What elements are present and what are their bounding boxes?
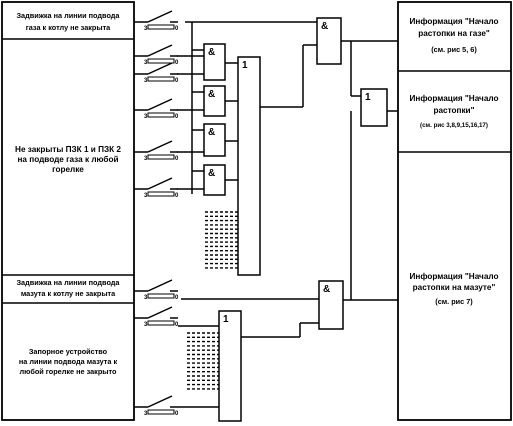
switch-mark-right: 0 — [175, 114, 179, 120]
or-gate: 1 — [360, 88, 388, 127]
info3-line1: Информация "Начало — [410, 272, 499, 281]
or-symbol: 1 — [365, 92, 371, 103]
info2-line2: растопки" — [434, 106, 475, 115]
info3-line3: (см. рис 7) — [435, 297, 473, 306]
and-symbol: & — [321, 21, 328, 32]
left-panel-frame — [1, 1, 135, 421]
and-gate: & — [318, 280, 344, 330]
info2-line3: (см. рис 3,8,9,15,16,17) — [420, 122, 488, 129]
or-gate: 1 — [218, 310, 242, 422]
info2-line1: Информация "Начало — [410, 94, 499, 103]
left-box2-line1: Не закрыты ПЗК 1 и ПЗК 2 — [15, 145, 121, 154]
info1-line1: Информация "Начало — [410, 17, 499, 26]
and-gate: & — [203, 85, 226, 117]
and-symbol: & — [208, 127, 215, 138]
and-symbol: & — [323, 284, 330, 295]
switch-mark-right: 0 — [175, 156, 179, 162]
switch-mark-left: 3 — [144, 60, 148, 66]
right-panel-frame — [397, 1, 512, 421]
switch-mark-left: 3 — [144, 295, 148, 301]
switch-mark-left: 3 — [144, 114, 148, 120]
and-symbol: & — [208, 47, 215, 58]
and-gate: & — [316, 17, 342, 65]
switch-mark-left: 3 — [144, 156, 148, 162]
switch-mark-right: 0 — [175, 78, 179, 84]
and-gate: & — [203, 164, 226, 196]
left-box4-line3: любой горелке не закрыто — [20, 367, 117, 376]
or-symbol: 1 — [223, 314, 229, 325]
left-box2-line2: на подводе газа к любой — [17, 154, 118, 164]
switch-mark-right: 0 — [175, 295, 179, 301]
switch-mark-left: 3 — [144, 193, 148, 199]
info1-line3: (см. рис 5, 6) — [431, 45, 477, 54]
switch-mark-left: 3 — [144, 26, 148, 32]
switch-mark-left: 3 — [144, 78, 148, 84]
left-box1-line2: газа к котлу не закрыта — [26, 23, 111, 32]
info3-line2: растопки на мазуте" — [413, 283, 496, 292]
and-symbol: & — [208, 168, 215, 179]
left-box1-line1: Задвижка на линии подвода — [16, 11, 120, 20]
switch-mark-left: 3 — [144, 411, 148, 417]
and-gate: & — [203, 43, 226, 81]
dashed-inputs — [205, 211, 238, 269]
and-symbol: & — [208, 89, 215, 100]
left-box2-line3: горелке — [52, 165, 84, 174]
switch-mark-left: 3 — [144, 322, 148, 328]
left-box4-line2: на линии подвода мазута к — [19, 357, 118, 366]
left-box3-line1: Задвижка на линии подвода — [16, 278, 120, 287]
and-gate: & — [203, 123, 226, 157]
left-box3-line2: мазута к котлу не закрыта — [21, 289, 116, 298]
or-gate: 1 — [237, 56, 261, 276]
dashed-inputs — [187, 332, 219, 390]
switch-mark-right: 0 — [175, 26, 179, 32]
switch-mark-right: 0 — [175, 322, 179, 328]
left-box4-line1: Запорное устройство — [29, 347, 108, 356]
switch-mark-right: 0 — [175, 193, 179, 199]
or-symbol: 1 — [242, 60, 248, 71]
switch-mark-right: 0 — [175, 411, 179, 417]
info1-line2: растопки на газе" — [418, 29, 490, 38]
switch-mark-right: 0 — [175, 60, 179, 66]
